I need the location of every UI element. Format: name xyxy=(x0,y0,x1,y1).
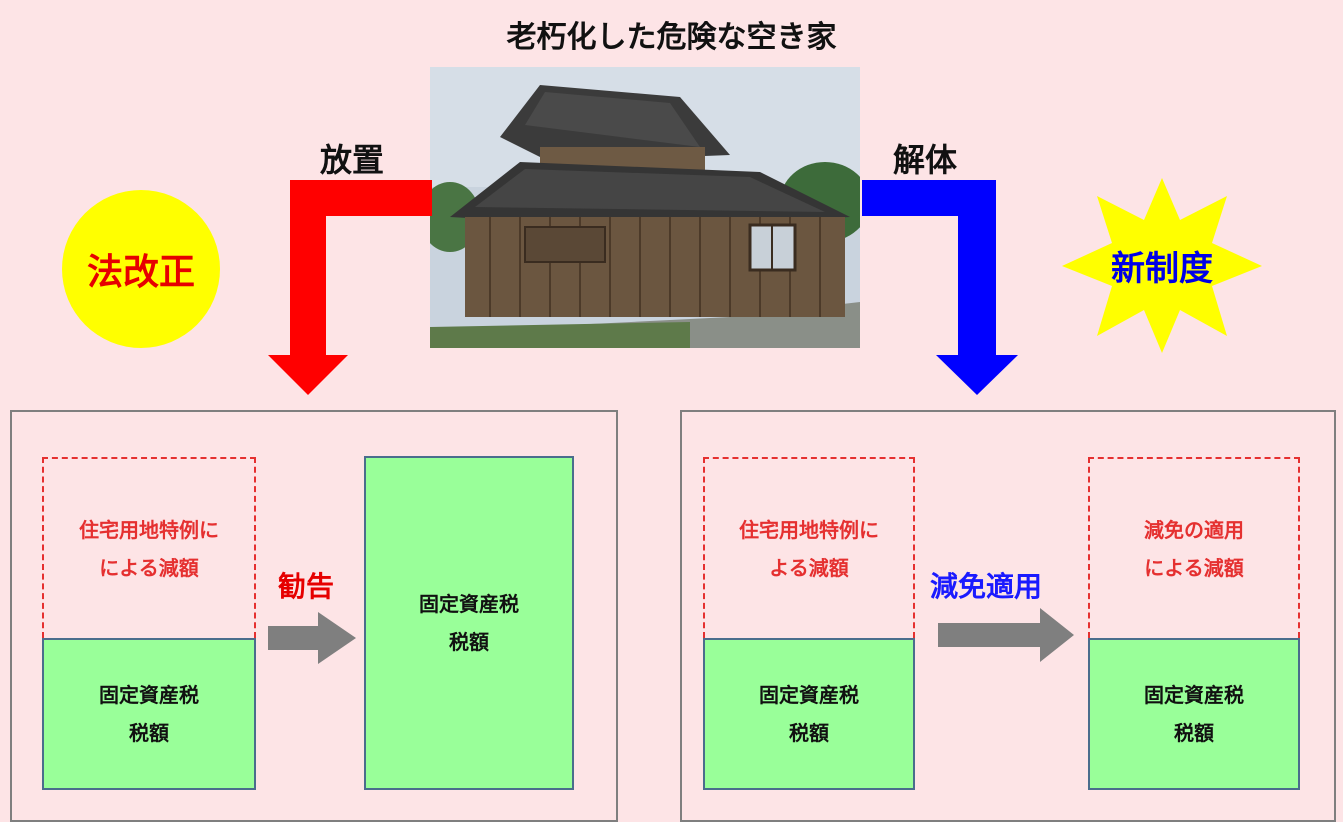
reduction-text-line1: 住宅用地特例に xyxy=(739,517,879,542)
left-gray-arrow xyxy=(268,612,356,664)
right-before-tax-box: 固定資産税 税額 xyxy=(703,638,915,790)
abandoned-house-photo xyxy=(430,67,860,348)
left-branch-label: 放置 xyxy=(320,141,385,179)
right-before-reduction-box: 住宅用地特例に よる減額 xyxy=(703,457,915,638)
tax-text-line1: 固定資産税 xyxy=(99,683,199,707)
right-gray-arrow xyxy=(938,608,1074,662)
left-before-tax-box: 固定資産税 税額 xyxy=(42,638,256,790)
reduction-text-line1: 減免の適用 xyxy=(1144,517,1244,542)
tax-text-line2: 税額 xyxy=(129,721,169,745)
right-branch-arrow xyxy=(862,180,1018,395)
new-system-label: 新制度 xyxy=(1111,249,1213,289)
reduction-text-line2: による減額 xyxy=(1144,555,1244,580)
law-revision-badge: 法改正 xyxy=(62,190,220,348)
reduction-applied-label: 減免適用 xyxy=(930,570,1043,603)
tax-text-line1: 固定資産税 xyxy=(1144,683,1244,707)
tax-text-line1: 固定資産税 xyxy=(419,592,519,616)
left-after-tax-box: 固定資産税 税額 xyxy=(364,456,574,790)
right-after-reduction-box: 減免の適用 による減額 xyxy=(1088,457,1300,638)
right-after-tax-box: 固定資産税 税額 xyxy=(1088,638,1300,790)
new-system-star-badge xyxy=(1062,178,1262,353)
reduction-text-line2: による減額 xyxy=(99,555,199,580)
recommendation-label: 勧告 xyxy=(278,570,335,603)
left-before-reduction-box: 住宅用地特例に による減額 xyxy=(42,457,256,638)
tax-text-line2: 税額 xyxy=(1174,721,1214,745)
right-branch-label: 解体 xyxy=(893,141,958,179)
page-title: 老朽化した危険な空き家 xyxy=(506,20,837,55)
tax-text-line2: 税額 xyxy=(789,721,829,745)
reduction-text-line1: 住宅用地特例に xyxy=(79,517,219,542)
tax-text-line2: 税額 xyxy=(449,630,489,654)
tax-text-line1: 固定資産税 xyxy=(759,683,859,707)
reduction-text-line2: よる減額 xyxy=(769,555,849,580)
left-branch-arrow xyxy=(268,180,432,395)
